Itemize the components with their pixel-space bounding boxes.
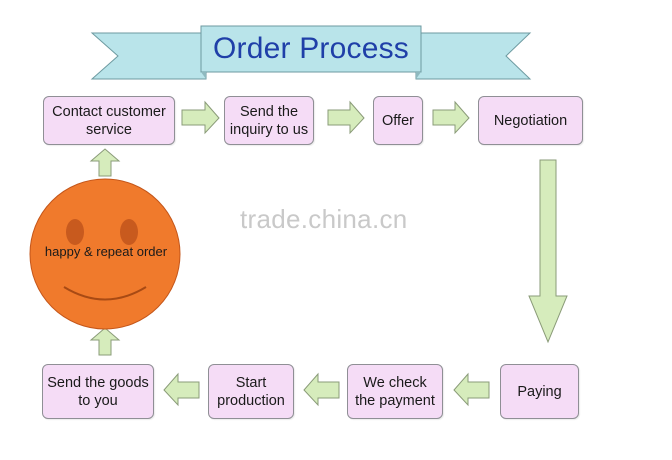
step-label: Start production: [217, 374, 285, 409]
step-send-inquiry: Send the inquiry to us: [224, 96, 314, 145]
step-check-payment: We check the payment: [347, 364, 443, 419]
step-label: Send the goods to you: [47, 374, 149, 409]
smiley-label: happy & repeat order: [44, 244, 168, 259]
arrow-left-2: [303, 372, 340, 407]
step-label: Contact customer service: [52, 103, 166, 138]
step-label: Offer: [382, 112, 414, 129]
arrow-right-2: [327, 100, 365, 135]
smiley-face-icon: [29, 178, 181, 330]
step-send-goods: Send the goods to you: [42, 364, 154, 419]
title-banner: [90, 25, 532, 80]
step-offer: Offer: [373, 96, 423, 145]
arrow-left-3: [163, 372, 200, 407]
arrow-up-bottom: [89, 327, 121, 356]
step-label: Negotiation: [493, 112, 568, 129]
arrow-down-large: [528, 159, 568, 344]
step-contact-customer-service: Contact customer service: [43, 96, 175, 145]
step-label: Paying: [517, 383, 562, 400]
arrow-left-1: [453, 372, 490, 407]
step-label: Send the inquiry to us: [229, 103, 309, 138]
watermark: trade.china.cn: [240, 204, 408, 234]
step-label: We check the payment: [355, 374, 435, 409]
step-negotiation: Negotiation: [478, 96, 583, 145]
step-start-production: Start production: [208, 364, 294, 419]
page-title: Order Process: [213, 32, 409, 65]
arrow-right-3: [432, 100, 470, 135]
step-paying: Paying: [500, 364, 579, 419]
arrow-up-top: [89, 148, 121, 177]
arrow-right-1: [181, 100, 220, 135]
